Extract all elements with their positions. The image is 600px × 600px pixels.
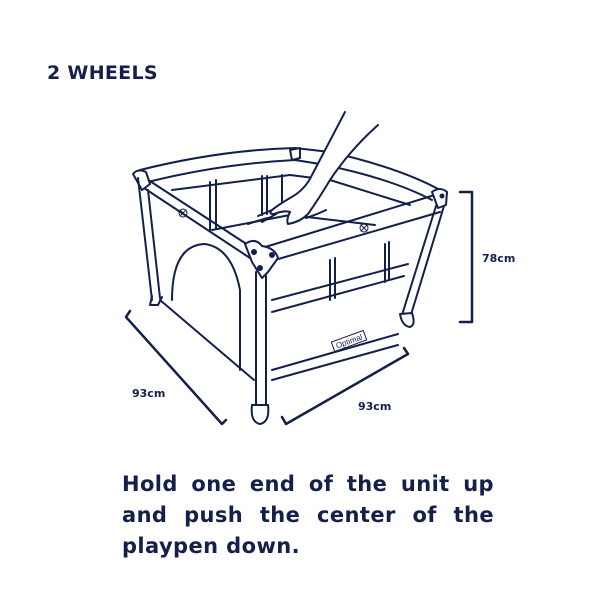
width-dimension-label: 93cm (358, 400, 392, 413)
height-dimension-label: 78cm (482, 252, 516, 265)
depth-dimension-label: 93cm (132, 387, 166, 400)
instruction-text: Hold one end of the unit up and push the… (122, 472, 494, 558)
page-title: 2 WHEELS (47, 62, 158, 84)
